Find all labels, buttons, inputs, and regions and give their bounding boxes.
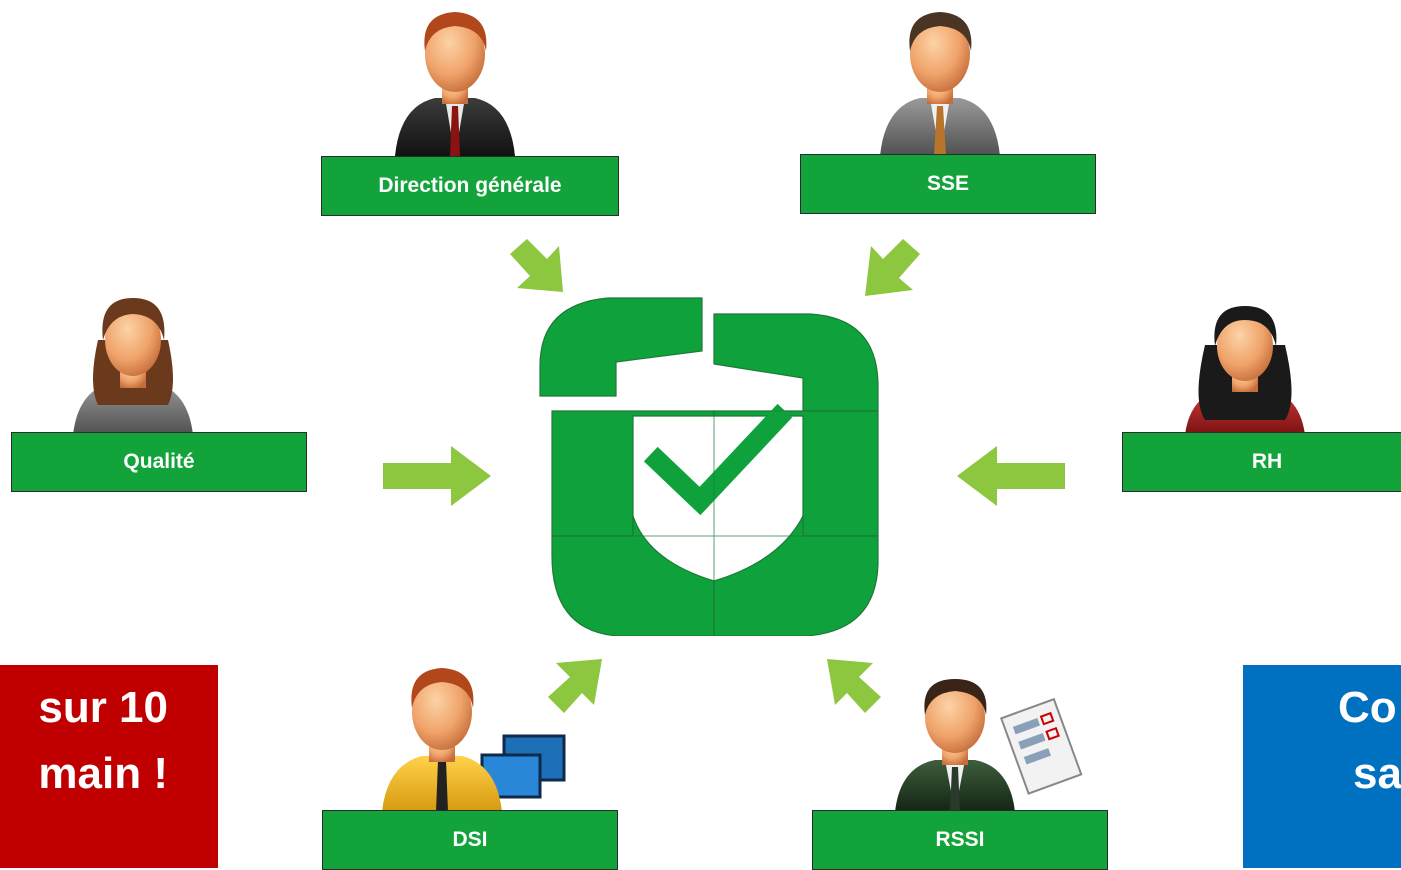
- label-sse: SSE: [800, 154, 1096, 214]
- arrow-rh-to-center: [957, 446, 1065, 506]
- callout-right-line1: Co: [1338, 683, 1397, 732]
- avatar-sse: [880, 12, 1000, 156]
- avatar-qualite: [73, 298, 193, 435]
- callout-left: sur 10 main !: [0, 665, 218, 868]
- callout-left-line1: sur 10: [38, 683, 168, 732]
- shield-check-icon: [539, 297, 879, 636]
- label-rssi: RSSI: [812, 810, 1108, 870]
- arrow-sse-to-center: [865, 239, 920, 296]
- callout-right: Co sa: [1243, 665, 1401, 868]
- callout-left-line2: main !: [38, 749, 168, 798]
- label-rh: RH: [1122, 432, 1401, 492]
- arrow-dsi-to-center: [548, 659, 602, 713]
- label-qualite: Qualité: [11, 432, 307, 492]
- avatar-dsi: [382, 668, 566, 812]
- avatar-direction: [395, 12, 515, 156]
- label-dsi: DSI: [322, 810, 618, 870]
- arrow-qualite-to-center: [383, 446, 491, 506]
- arrow-rssi-to-center: [827, 659, 881, 713]
- arrow-direction-to-center: [510, 239, 563, 292]
- callout-right-line2: sa: [1353, 749, 1401, 798]
- label-direction-generale: Direction générale: [321, 156, 619, 216]
- avatar-rh: [1185, 306, 1305, 435]
- avatar-rssi: [895, 679, 1083, 812]
